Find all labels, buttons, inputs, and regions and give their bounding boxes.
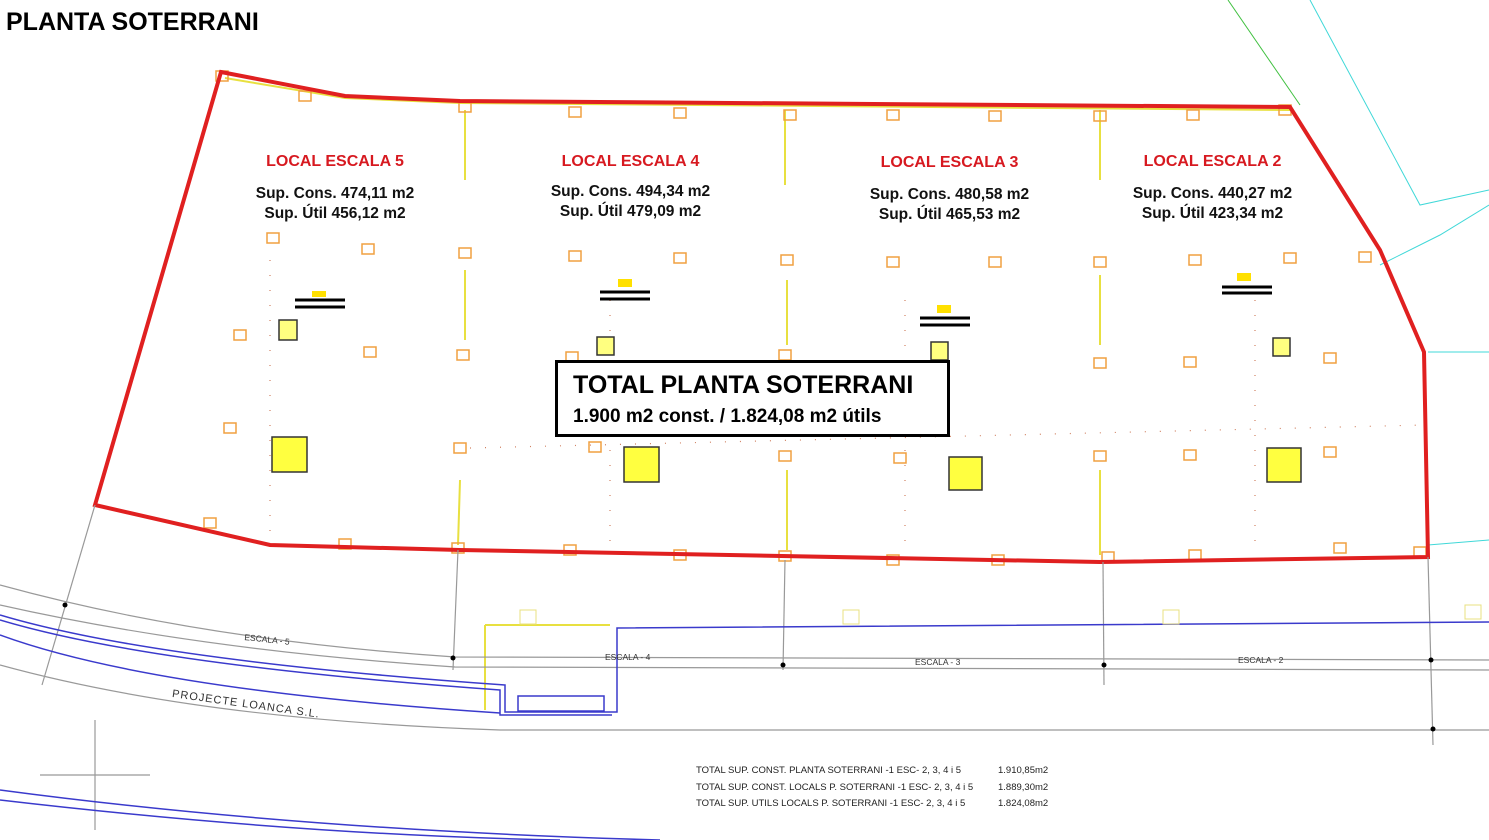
column-marker — [1183, 356, 1197, 368]
cores — [271, 319, 1302, 491]
summary-label: TOTAL SUP. CONST. PLANTA SOTERRANI -1 ES… — [696, 765, 962, 776]
total-values: 1.900 m2 const. / 1.824,08 m2 útils — [573, 406, 882, 427]
local-constructed-area: Sup. Cons. 480,58 m2 — [869, 186, 1030, 203]
column-marker — [1093, 110, 1107, 122]
summary-row: TOTAL SUP. CONST. LOCALS P. SOTERRANI -1… — [696, 780, 1048, 797]
column-marker — [1358, 251, 1372, 263]
column-marker — [223, 422, 237, 434]
column-marker — [361, 243, 375, 255]
column-marker — [338, 538, 352, 550]
dotted-lines — [269, 260, 1425, 555]
column-marker — [568, 250, 582, 262]
summary-value: 1.889,30m2 — [998, 781, 1049, 793]
street-label-escala-4: ESCALA - 4 — [605, 652, 651, 662]
column-marker — [780, 254, 794, 266]
column-marker — [1093, 450, 1107, 462]
street-points — [62, 602, 1436, 732]
column-marker — [783, 109, 797, 121]
column-marker — [1188, 254, 1202, 266]
column-marker — [778, 349, 792, 361]
basement-outline — [92, 69, 1431, 565]
column-marker — [1186, 109, 1200, 121]
site-boundary-lines — [1227, 0, 1489, 546]
total-box: TOTAL PLANTA SOTERRANI 1.900 m2 const. /… — [555, 360, 950, 437]
column-marker — [266, 232, 280, 244]
summary-label: TOTAL SUP. CONST. LOCALS P. SOTERRANI -1… — [696, 781, 974, 793]
column-marker — [893, 452, 907, 464]
vent-caps — [312, 273, 1251, 313]
column-marker — [568, 106, 582, 118]
column-marker — [1323, 446, 1337, 458]
column-marker — [1323, 352, 1337, 364]
local-escala-3: LOCAL ESCALA 3 Sup. Cons. 480,58 m2 Sup.… — [852, 154, 1047, 225]
local-name: LOCAL ESCALA 2 — [1143, 153, 1282, 170]
column-marker — [778, 450, 792, 462]
column-marker — [1283, 252, 1297, 264]
column-marker — [673, 107, 687, 119]
local-name: LOCAL ESCALA 5 — [266, 153, 404, 170]
column-marker — [886, 256, 900, 268]
summary-label: TOTAL SUP. UTILS LOCALS P. SOTERRANI -1 … — [696, 798, 966, 809]
local-escala-5: LOCAL ESCALA 5 Sup. Cons. 474,11 m2 Sup.… — [240, 153, 430, 224]
total-heading: TOTAL PLANTA SOTERRANI — [573, 371, 914, 399]
column-marker — [458, 247, 472, 259]
local-usable-area: Sup. Útil 456,12 m2 — [264, 205, 406, 222]
column-marker — [203, 517, 217, 529]
local-escala-2: LOCAL ESCALA 2 Sup. Cons. 440,27 m2 Sup.… — [1115, 153, 1310, 224]
local-usable-area: Sup. Útil 465,53 m2 — [878, 206, 1021, 223]
summary-value: 1.824,08m2 — [998, 798, 1049, 809]
ventilation-symbols — [295, 285, 1272, 327]
local-usable-area: Sup. Útil 423,34 m2 — [1141, 205, 1284, 222]
drawing-title: PLANTA SOTERRANI — [6, 8, 259, 36]
summary-row: TOTAL SUP. UTILS LOCALS P. SOTERRANI -1 … — [696, 796, 1048, 813]
column-marker — [456, 349, 470, 361]
column-marker — [298, 90, 312, 102]
column-marker — [453, 442, 467, 454]
column-marker — [1093, 357, 1107, 369]
street-label-escala-2: ESCALA - 2 — [1238, 655, 1284, 665]
local-constructed-area: Sup. Cons. 494,34 m2 — [550, 183, 711, 200]
column-marker — [673, 252, 687, 264]
column-marker — [886, 109, 900, 121]
column-marker — [988, 256, 1002, 268]
column-marker — [1093, 256, 1107, 268]
column-marker — [588, 441, 602, 453]
local-name: LOCAL ESCALA 3 — [880, 154, 1019, 171]
local-constructed-area: Sup. Cons. 474,11 m2 — [255, 185, 415, 202]
faint-yellow-boxes — [519, 604, 1482, 625]
local-constructed-area: Sup. Cons. 440,27 m2 — [1132, 185, 1293, 202]
local-escala-4: LOCAL ESCALA 4 Sup. Cons. 494,34 m2 Sup.… — [533, 153, 728, 222]
surface-summary: TOTAL SUP. CONST. PLANTA SOTERRANI -1 ES… — [696, 763, 1048, 813]
column-marker — [233, 329, 247, 341]
service-lines — [0, 614, 1489, 840]
street-label-escala-3: ESCALA - 3 — [915, 657, 961, 667]
street-lines — [0, 504, 1489, 830]
local-usable-area: Sup. Útil 479,09 m2 — [559, 203, 702, 220]
columns — [203, 70, 1427, 566]
column-marker — [988, 110, 1002, 122]
summary-row: TOTAL SUP. CONST. PLANTA SOTERRANI -1 ES… — [696, 763, 1048, 780]
column-marker — [1333, 542, 1347, 554]
summary-value: 1.910,85m2 — [998, 765, 1049, 776]
local-name: LOCAL ESCALA 4 — [561, 153, 700, 170]
column-marker — [363, 346, 377, 358]
column-marker — [1183, 449, 1197, 461]
